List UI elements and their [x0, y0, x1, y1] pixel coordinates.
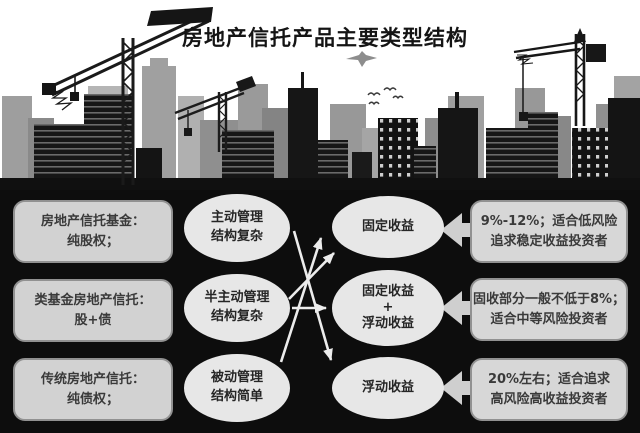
management-ellipse-passive: 被动管理 结构简单 [184, 354, 290, 422]
airplane-icon [346, 51, 377, 67]
return-box-low-risk: 9%-12%；适合低风险 追求稳定收益投资者 [470, 200, 628, 263]
birds-icon [367, 87, 404, 106]
foreground-buildings [0, 72, 640, 190]
crane-right-icon [513, 28, 606, 126]
management-ellipse-semiactive: 半主动管理 结构复杂 [184, 274, 290, 342]
trust-type-box-fundlike: 类基金房地产信托： 股+债 [13, 279, 173, 342]
arrow-semiactive-to-fixed [288, 252, 335, 300]
trust-type-box-traditional: 传统房地产信托： 纯债权； [13, 358, 173, 421]
income-ellipse-floating: 浮动收益 [332, 357, 444, 419]
trust-type-box-equity: 房地产信托基金： 纯股权； [13, 200, 173, 263]
income-ellipse-fixed: 固定收益 [332, 196, 444, 258]
skyline-illustration [0, 0, 640, 190]
block-arrows [441, 213, 473, 405]
return-box-medium-risk: 固收部分一般不低于8%； 适合中等风险投资者 [470, 278, 628, 341]
page-title: 房地产信托产品主要类型结构 [182, 26, 468, 50]
block-arrow-row2 [441, 291, 473, 325]
crane-middle-icon [174, 76, 256, 152]
return-box-high-risk: 20%左右；适合追求 高风险高收益投资者 [470, 358, 628, 421]
management-ellipse-active: 主动管理 结构复杂 [184, 194, 290, 262]
block-arrow-row3 [441, 371, 473, 405]
income-ellipse-mixed: 固定收益 + 浮动收益 [332, 270, 444, 346]
block-arrow-row1 [441, 213, 473, 247]
skyline-svg [0, 7, 640, 190]
crane-left-icon [42, 7, 213, 185]
arrow-active-to-floating [292, 230, 333, 361]
